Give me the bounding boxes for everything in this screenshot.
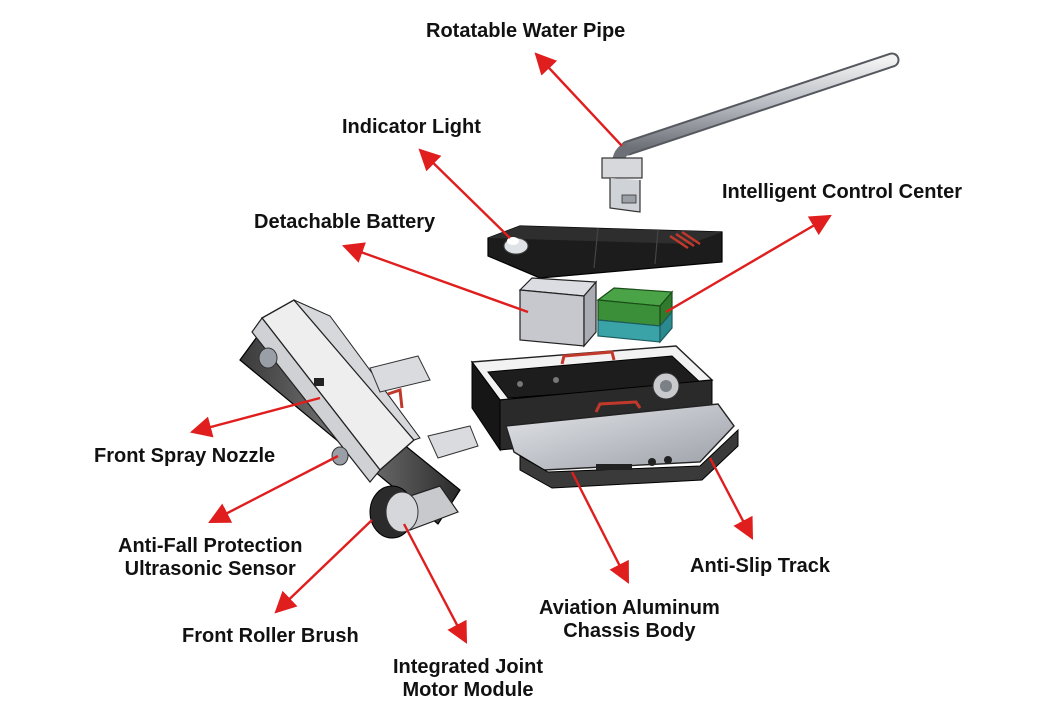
arrow-water-pipe <box>534 52 623 147</box>
arrow-indicator-light <box>418 148 511 239</box>
label-detachable-battery: Detachable Battery <box>254 211 436 233</box>
label-aviation-line2: Chassis Body <box>563 620 696 642</box>
label-integrated-joint-motor: Integrated Joint Motor Module <box>393 656 543 702</box>
arrow-joint-motor <box>402 523 468 644</box>
arrow-track <box>708 457 754 540</box>
arrow-battery <box>341 242 529 314</box>
label-joint-line2: Motor Module <box>402 679 534 701</box>
control-panel <box>487 225 723 279</box>
arrow-control-center <box>665 214 832 314</box>
label-anti-slip-track: Anti-Slip Track <box>690 555 831 577</box>
label-aviation-line1: Aviation Aluminum <box>539 597 720 619</box>
leader-arrows <box>189 52 832 644</box>
water-pipe <box>601 52 900 213</box>
label-anti-fall-line1: Anti-Fall Protection <box>118 535 303 557</box>
label-front-spray-nozzle: Front Spray Nozzle <box>94 445 276 467</box>
arrow-chassis <box>570 471 630 584</box>
battery-box <box>518 277 598 348</box>
control-center-box <box>596 287 674 344</box>
label-front-roller-brush: Front Roller Brush <box>182 625 359 647</box>
arrow-roller-brush <box>274 519 373 614</box>
chassis-body <box>470 345 739 489</box>
label-indicator-light: Indicator Light <box>342 116 481 138</box>
label-joint-line1: Integrated Joint <box>393 656 544 678</box>
label-intelligent-control-center: Intelligent Control Center <box>722 181 962 203</box>
front-module <box>239 299 479 539</box>
label-anti-fall-line2: Ultrasonic Sensor <box>124 558 296 580</box>
arrow-spray-nozzle <box>189 396 321 438</box>
label-aviation-chassis: Aviation Aluminum Chassis Body <box>539 597 720 643</box>
arrow-anti-fall <box>208 454 339 524</box>
label-rotatable-water-pipe: Rotatable Water Pipe <box>426 20 626 42</box>
label-anti-fall-sensor: Anti-Fall Protection Ultrasonic Sensor <box>118 535 302 581</box>
